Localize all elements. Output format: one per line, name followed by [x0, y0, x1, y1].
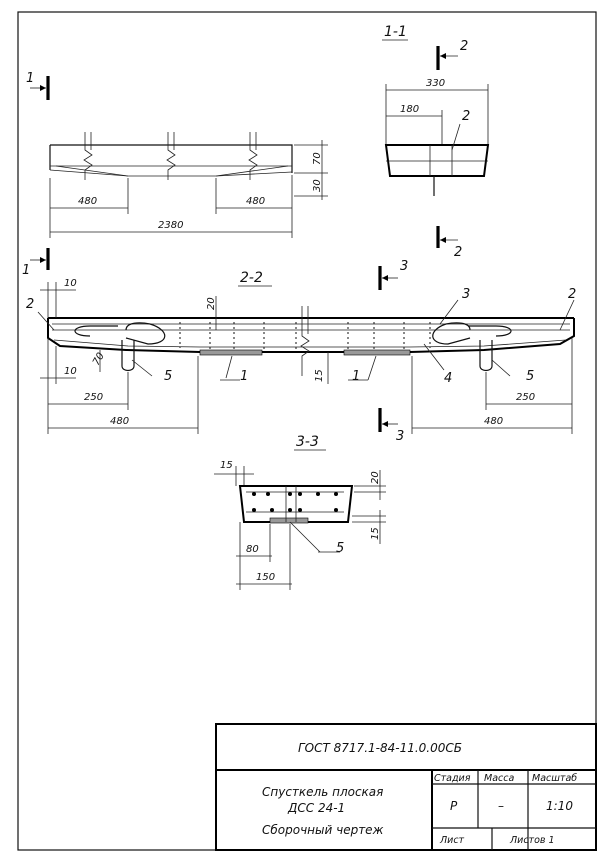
section-mark-1-bottom: 1	[22, 263, 30, 278]
cut-mark-2-bottom: 2	[454, 245, 462, 260]
callout-1-right: 1	[352, 369, 360, 384]
front-view: 1 1 480 480 2380	[22, 71, 328, 278]
callout-2-left: 2	[26, 297, 34, 312]
cut-mark-3-bottom: 3	[396, 429, 404, 444]
callout-1-left: 1	[240, 369, 248, 384]
dim-15-3-right: 15	[370, 527, 381, 540]
section-3-3-title: 3-3	[296, 434, 319, 450]
dim-250-right: 250	[516, 392, 535, 403]
dim-480-2-right: 480	[484, 416, 503, 427]
col-stage: Стадия	[434, 773, 471, 784]
section-3-3: 3-3 15 20 15	[214, 434, 386, 590]
dim-20-2: 20	[206, 297, 217, 310]
callout-4: 4	[444, 371, 452, 386]
section-1-1-title: 1-1	[384, 24, 407, 40]
callout-5-left: 5	[164, 369, 172, 384]
dim-480-2-left: 480	[110, 416, 129, 427]
callout-2-right: 2	[568, 287, 576, 302]
dim-15-2: 15	[314, 369, 325, 382]
col-mass: Масса	[484, 773, 514, 784]
col-scale: Масштаб	[532, 773, 577, 784]
dim-20-3: 20	[370, 471, 381, 484]
val-mass: –	[498, 799, 504, 813]
stirrups	[179, 322, 431, 350]
section-1-1-callout: 2	[462, 109, 470, 124]
sheet-label: Лист	[439, 835, 465, 846]
callout-5-3-3: 5	[336, 541, 344, 556]
break-lines	[83, 132, 258, 180]
dim-250-left: 250	[84, 392, 103, 403]
val-scale: 1:10	[546, 799, 573, 813]
product-name-line3: Сборочный чертеж	[262, 823, 384, 837]
section-2-2: 2-2 3 3	[26, 259, 576, 444]
dim-70-2: 70	[91, 351, 107, 368]
dim-480-left: 480	[78, 196, 97, 207]
section-1-1: 1-1 2 2 330 180 2	[382, 24, 490, 260]
dim-10-top: 10	[64, 278, 77, 289]
title-block: ГОСТ 8717.1-84-11.0.00СБ Спусткель плоск…	[215, 723, 597, 851]
dim-80: 80	[246, 544, 259, 555]
section-3-3-bars	[252, 492, 338, 512]
dim-10-bottom: 10	[64, 366, 77, 377]
product-name-line1: Спусткель плоская	[262, 785, 383, 799]
dim-180: 180	[400, 104, 419, 115]
callout-5-right: 5	[526, 369, 534, 384]
section-mark-1-top: 1	[26, 71, 34, 86]
product-name-line2: ДСС 24-1	[287, 801, 345, 815]
dim-30: 30	[312, 179, 323, 192]
dim-15-3-top: 15	[220, 460, 233, 471]
dim-330: 330	[426, 78, 445, 89]
sheets-count: Листов 1	[509, 835, 555, 846]
callout-3: 3	[462, 287, 470, 302]
cut-mark-3-top: 3	[400, 259, 408, 274]
dim-2380: 2380	[158, 220, 183, 231]
dim-150: 150	[256, 572, 275, 583]
dim-70: 70	[312, 152, 323, 165]
dim-480-right: 480	[246, 196, 265, 207]
val-stage: Р	[450, 799, 458, 813]
cut-mark-2-top: 2	[460, 39, 468, 54]
drawing-code: ГОСТ 8717.1-84-11.0.00СБ	[298, 741, 462, 755]
section-2-2-title: 2-2	[240, 270, 263, 286]
